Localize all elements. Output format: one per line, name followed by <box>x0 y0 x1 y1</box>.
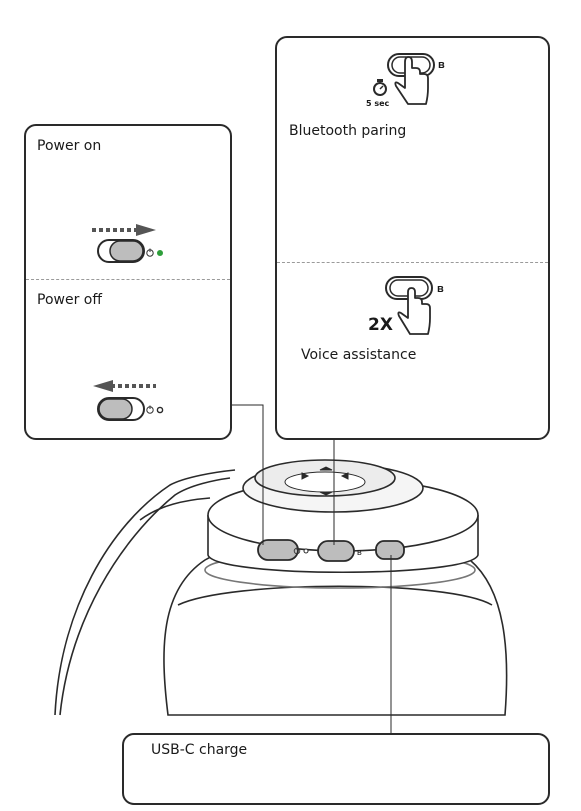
button-divider <box>277 262 548 263</box>
power-switch-on-icon <box>97 239 145 263</box>
usb-c-label: USB-C charge <box>151 742 248 758</box>
cup-multi-button[interactable] <box>317 540 355 562</box>
cup-power-switch[interactable] <box>257 539 299 561</box>
bluetooth-icon: ʙ <box>438 59 445 71</box>
power-symbol-off-icon <box>146 405 154 414</box>
slide-left-arrow-icon <box>93 380 156 392</box>
usb-c-port[interactable] <box>375 540 405 560</box>
usb-callout <box>122 733 550 805</box>
power-switch-off-icon <box>97 397 145 421</box>
voice-assistance-label: Voice assistance <box>301 347 417 363</box>
power-off-label: Power off <box>37 292 102 308</box>
power-on-led-icon <box>157 250 163 256</box>
slide-right-arrow-icon <box>92 224 156 236</box>
cup-power-symbol-icon <box>293 547 309 555</box>
hold-time-label: 5 sec <box>366 99 390 108</box>
power-divider <box>26 279 230 280</box>
power-on-label: Power on <box>37 138 102 154</box>
press-hand-2-icon <box>397 287 431 335</box>
press-count-label: 2X <box>368 315 393 335</box>
leader-lines <box>232 404 392 733</box>
power-off-led-icon <box>156 406 164 414</box>
timer-icon <box>373 79 387 96</box>
bluetooth-2-icon: ʙ <box>437 283 444 295</box>
bluetooth-pairing-label: Bluetooth paring <box>289 123 407 139</box>
headband <box>54 469 236 716</box>
control-pad-icon <box>284 466 366 496</box>
ear-cup <box>163 459 508 716</box>
press-hand-icon <box>394 56 429 105</box>
cup-bluetooth-icon: ʙ <box>357 547 362 557</box>
power-symbol-icon <box>146 248 154 257</box>
